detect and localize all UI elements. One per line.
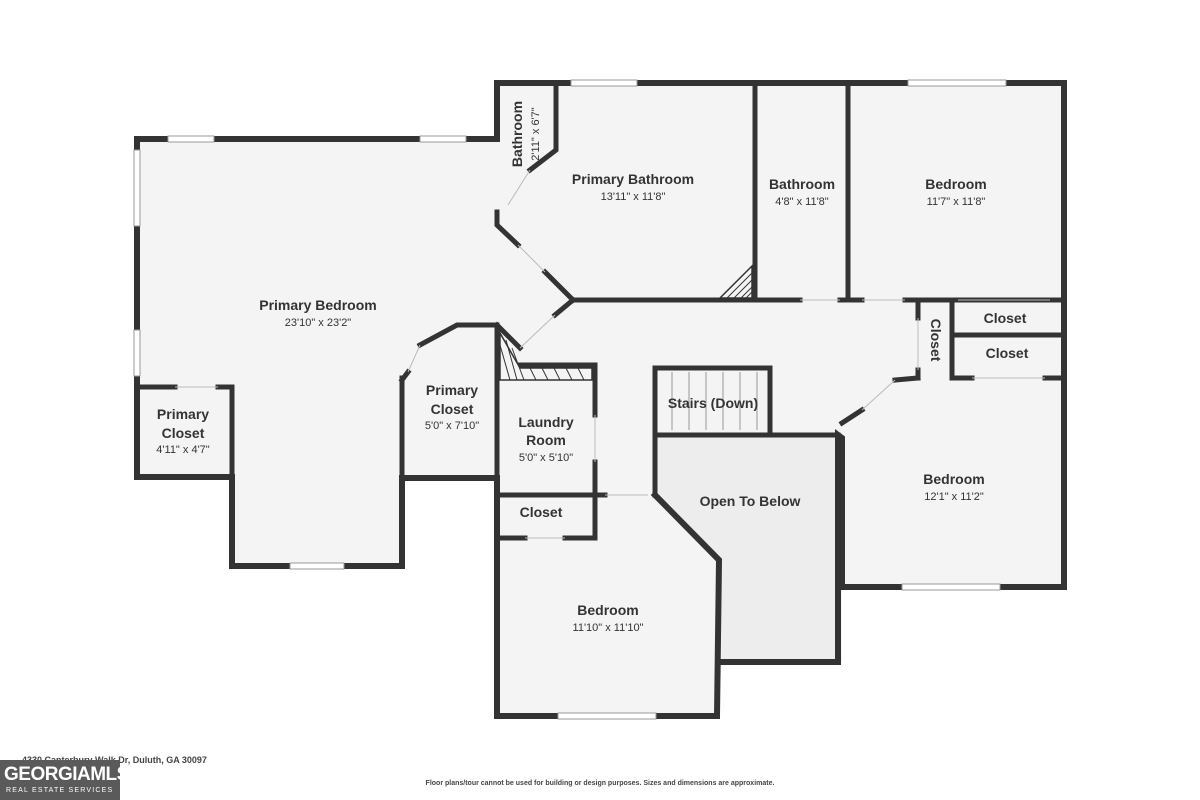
room-labels: Primary Bedroom 23'10" x 23'2" Primary C…: [156, 101, 1028, 634]
bathroom-small-name: Bathroom: [509, 101, 525, 167]
bedroom-top-right-name: Bedroom: [925, 176, 986, 192]
stairs-treads: [671, 372, 758, 430]
primary-closet-left-name-1: Primary: [157, 406, 209, 422]
laundry-room-name-2: Room: [526, 432, 566, 448]
open-to-below-area: [655, 435, 838, 662]
primary-bedroom-dims: 23'10" x 23'2": [285, 317, 352, 329]
bathroom-dims: 4'8" x 11'8": [775, 196, 828, 208]
bedroom-bottom-name: Bedroom: [577, 602, 638, 618]
logo-tagline: REAL ESTATE SERVICES: [6, 787, 114, 794]
laundry-room-name-1: Laundry: [518, 414, 573, 430]
primary-closet-center-name-2: Closet: [431, 401, 474, 417]
open-to-below-name: Open To Below: [700, 493, 801, 509]
georgia-mls-logo: GEORGIAMLS REAL ESTATE SERVICES: [0, 760, 120, 800]
primary-closet-center-dims: 5'0" x 7'10": [425, 420, 479, 432]
bathroom-small-dims: 2'11" x 6'7": [530, 107, 542, 160]
primary-bedroom-name: Primary Bedroom: [259, 297, 376, 313]
bedroom-top-right-dims: 11'7" x 11'8": [927, 196, 986, 208]
bedroom-bottom-dims: 11'10" x 11'10": [573, 622, 644, 634]
primary-bathroom-dims: 13'11" x 11'8": [601, 191, 666, 203]
windows: [133, 79, 1007, 720]
primary-closet-left-name-2: Closet: [162, 425, 205, 441]
closet-laundry-name: Closet: [520, 504, 563, 520]
closet-vertical-name: Closet: [928, 319, 944, 362]
disclaimer-text: Floor plans/tour cannot be used for buil…: [425, 780, 775, 787]
primary-bathroom-name: Primary Bathroom: [572, 171, 694, 187]
closet-right-2-name: Closet: [986, 345, 1029, 361]
logo-wordmark: GEORGIAMLS: [4, 764, 120, 785]
door-openings: [175, 169, 1050, 539]
bathroom-name: Bathroom: [769, 176, 835, 192]
primary-closet-left-dims: 4'11" x 4'7": [156, 444, 209, 456]
bedroom-right-dims: 12'1" x 11'2": [924, 491, 984, 503]
floor-fills: [137, 83, 1064, 716]
bedroom-right-name: Bedroom: [923, 471, 984, 487]
stairs-name: Stairs (Down): [668, 395, 758, 411]
hatched-fixtures: [499, 264, 753, 381]
laundry-room-dims: 5'0" x 5'10": [519, 452, 573, 464]
primary-closet-center-name-1: Primary: [426, 382, 478, 398]
closet-right-1-name: Closet: [984, 310, 1027, 326]
